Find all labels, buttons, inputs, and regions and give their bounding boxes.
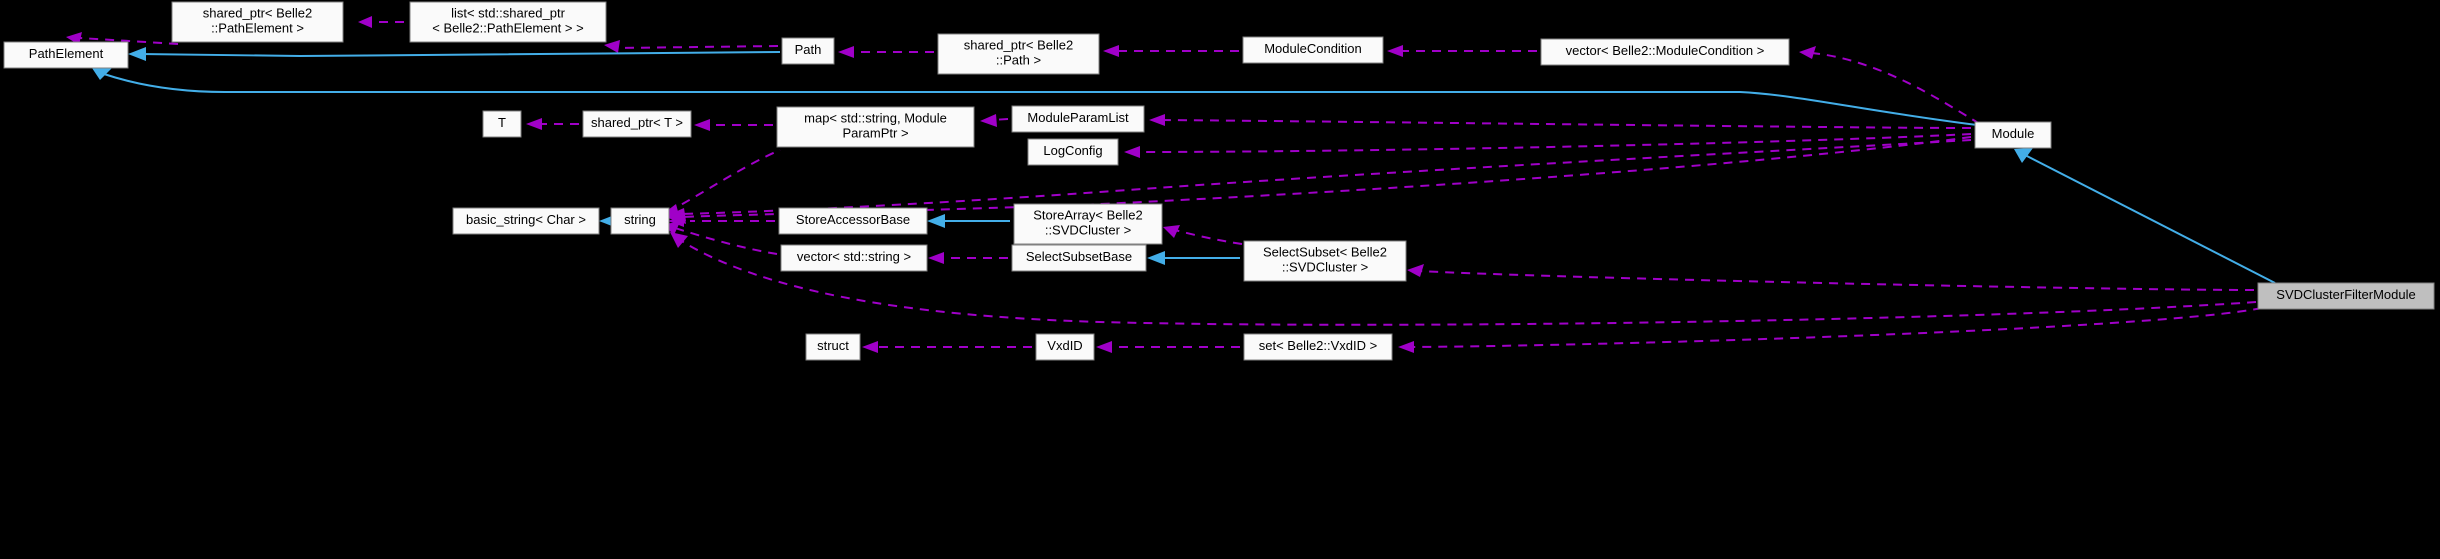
edge-layer xyxy=(66,16,2276,353)
node-box-storearray_svd xyxy=(1013,203,1163,245)
node-storeaccessorbase[interactable]: StoreAccessorBase xyxy=(778,207,928,235)
edge-path-to-list-sharedptr xyxy=(604,40,779,53)
node-box-map_modparamptr xyxy=(776,106,975,148)
edge-svdfilter-to-module-inherit xyxy=(2014,148,2276,284)
node-box-moduleparamlist xyxy=(1011,105,1145,133)
node-label-module: Module xyxy=(1992,126,2035,141)
node-label-t: T xyxy=(498,115,506,130)
node-label-basic_string: basic_string< Char > xyxy=(466,212,586,227)
node-label-vector_string: vector< std::string > xyxy=(797,249,911,264)
node-label-list_sharedptr_pe: list< std::shared_ptr< Belle2::PathEleme… xyxy=(432,6,583,36)
edge-sharedptr-path-to-path xyxy=(838,46,934,58)
node-label-storearray_svd: StoreArray< Belle2::SVDCluster > xyxy=(1033,208,1142,238)
node-label-sharedptr_path: shared_ptr< Belle2::Path > xyxy=(964,38,1074,68)
edge-module-to-pathelement-inherit xyxy=(92,68,1986,127)
edge-path-to-pathelement-inherit xyxy=(128,47,781,61)
node-box-basic_string xyxy=(452,207,600,235)
node-basic_string[interactable]: basic_string< Char > xyxy=(452,207,600,235)
node-string[interactable]: string xyxy=(610,207,670,235)
node-label-vector_modcond: vector< Belle2::ModuleCondition > xyxy=(1566,43,1765,58)
node-box-sharedptr_path xyxy=(937,33,1100,75)
edge-svdfilter-to-string xyxy=(670,232,2257,326)
node-box-set_vxdid xyxy=(1243,333,1393,361)
node-label-selectsubset_svd: SelectSubset< Belle2::SVDCluster > xyxy=(1263,245,1387,275)
node-label-selectsubsetbase: SelectSubsetBase xyxy=(1026,249,1132,264)
node-label-storeaccessorbase: StoreAccessorBase xyxy=(796,212,910,227)
node-box-vxdid xyxy=(1035,333,1095,361)
node-set_vxdid[interactable]: set< Belle2::VxdID > xyxy=(1243,333,1393,361)
edge-svdfilter-to-set-vxdid xyxy=(1398,307,2263,353)
node-box-t xyxy=(482,110,522,138)
node-label-vxdid: VxdID xyxy=(1047,338,1082,353)
edge-map-to-sharedptr-t xyxy=(694,119,773,131)
node-box-module xyxy=(1974,121,2052,149)
node-box-vector_string xyxy=(780,244,928,272)
node-box-logconfig xyxy=(1027,138,1119,166)
node-label-set_vxdid: set< Belle2::VxdID > xyxy=(1259,338,1378,353)
node-module[interactable]: Module xyxy=(1974,121,2052,149)
node-vxdid[interactable]: VxdID xyxy=(1035,333,1095,361)
node-box-string xyxy=(610,207,670,235)
edge-vxdid-to-struct xyxy=(862,341,1032,353)
node-box-svdclusterfilter xyxy=(2257,282,2435,310)
node-label-path: Path xyxy=(795,42,822,57)
node-svdclusterfilter[interactable]: SVDClusterFilterModule xyxy=(2257,282,2435,310)
edge-list-to-sharedptr-pathelement xyxy=(358,16,404,28)
node-sharedptr_pe[interactable]: shared_ptr< Belle2::PathElement > xyxy=(171,1,344,43)
edge-module-to-moduleparamlist xyxy=(1149,114,1972,129)
node-box-storeaccessorbase xyxy=(778,207,928,235)
edge-module-to-vector-modcond xyxy=(1799,46,1981,125)
edge-set-vxdid-to-vxdid xyxy=(1096,341,1240,353)
edge-sharedptr-t-to-t xyxy=(526,118,579,130)
node-label-struct: struct xyxy=(817,338,849,353)
node-pathelement[interactable]: PathElement xyxy=(3,41,129,69)
node-selectsubsetbase[interactable]: SelectSubsetBase xyxy=(1011,244,1147,272)
node-label-string: string xyxy=(624,212,656,227)
node-label-pathelement: PathElement xyxy=(29,46,104,61)
node-t[interactable]: T xyxy=(482,110,522,138)
node-box-struct xyxy=(805,333,861,361)
node-box-modulecondition xyxy=(1242,36,1384,64)
node-box-selectsubset_svd xyxy=(1243,240,1407,282)
edge-selectsubsetbase-to-vector-string xyxy=(928,252,1008,264)
edge-string-to-logconfig xyxy=(668,136,1972,224)
edge-selectsubset-to-storearray xyxy=(1163,225,1243,245)
node-modulecondition[interactable]: ModuleCondition xyxy=(1242,36,1384,64)
node-box-path xyxy=(781,37,835,65)
edge-vector-modcond-to-modulecondition xyxy=(1387,45,1537,57)
node-logconfig[interactable]: LogConfig xyxy=(1027,138,1119,166)
node-box-pathelement xyxy=(3,41,129,69)
node-box-sharedptr_pe xyxy=(171,1,344,43)
node-vector_string[interactable]: vector< std::string > xyxy=(780,244,928,272)
node-vector_modcond[interactable]: vector< Belle2::ModuleCondition > xyxy=(1540,38,1790,66)
node-list_sharedptr_pe[interactable]: list< std::shared_ptr< Belle2::PathEleme… xyxy=(409,1,607,43)
edge-storearray-to-storeaccessorbase-inherit xyxy=(927,214,1010,228)
node-box-vector_modcond xyxy=(1540,38,1790,66)
edge-modulecondition-to-sharedptr-path xyxy=(1103,45,1239,57)
node-label-logconfig: LogConfig xyxy=(1043,143,1102,158)
node-label-sharedptr_t: shared_ptr< T > xyxy=(591,115,683,130)
edge-selectsubset-to-selectsubsetbase-inherit xyxy=(1147,251,1240,265)
node-selectsubset_svd[interactable]: SelectSubset< Belle2::SVDCluster > xyxy=(1243,240,1407,282)
node-path[interactable]: Path xyxy=(781,37,835,65)
edge-moduleparamlist-to-map xyxy=(980,114,1009,127)
node-sharedptr_path[interactable]: shared_ptr< Belle2::Path > xyxy=(937,33,1100,75)
node-box-sharedptr_t xyxy=(582,110,692,138)
edge-svdfilter-to-selectsubset xyxy=(1407,264,2255,291)
node-sharedptr_t[interactable]: shared_ptr< T > xyxy=(582,110,692,138)
node-label-modulecondition: ModuleCondition xyxy=(1264,41,1362,56)
node-moduleparamlist[interactable]: ModuleParamList xyxy=(1011,105,1145,133)
node-storearray_svd[interactable]: StoreArray< Belle2::SVDCluster > xyxy=(1013,203,1163,245)
node-box-selectsubsetbase xyxy=(1011,244,1147,272)
node-label-sharedptr_pe: shared_ptr< Belle2::PathElement > xyxy=(203,6,313,36)
edge-module-to-logconfig xyxy=(1124,133,1972,158)
node-layer: PathElement shared_ptr< Belle2::PathEleme… xyxy=(3,1,2435,361)
node-label-moduleparamlist: ModuleParamList xyxy=(1027,110,1129,125)
node-label-svdclusterfilter: SVDClusterFilterModule xyxy=(2276,287,2415,302)
node-box-list_sharedptr_pe xyxy=(409,1,607,43)
node-struct[interactable]: struct xyxy=(805,333,861,361)
